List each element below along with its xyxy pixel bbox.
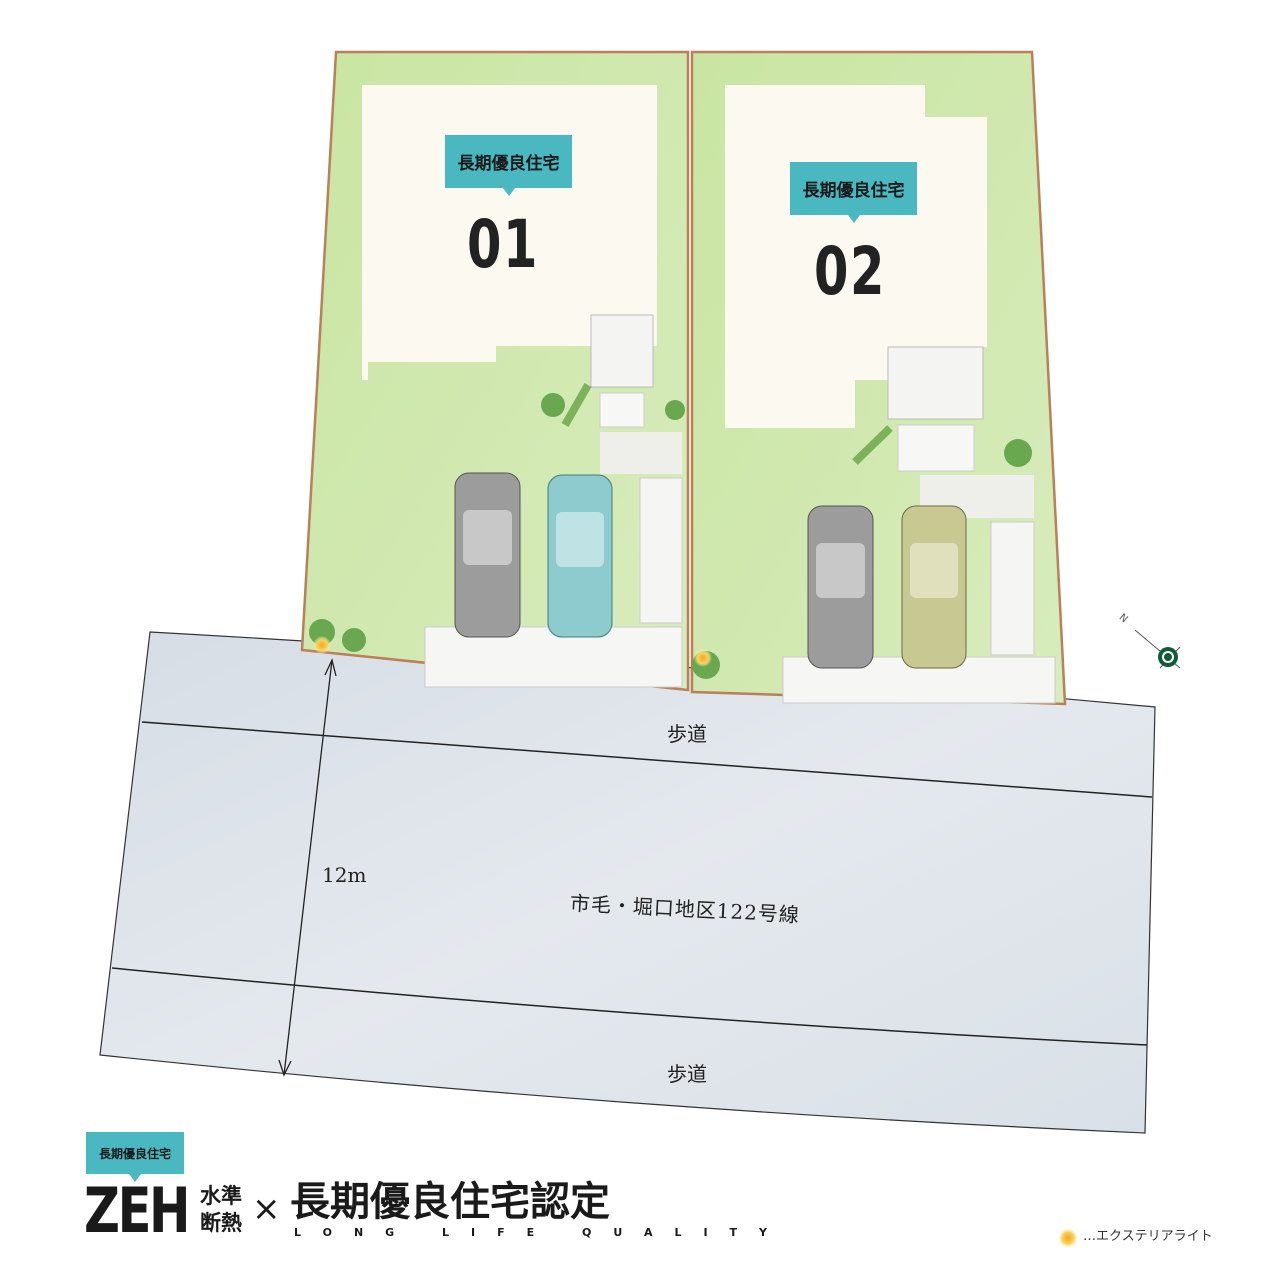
logo-subtitle: LONG LIFE QUALITY (294, 1226, 790, 1239)
logo-zeh-sub-2: 断熱 (200, 1211, 242, 1235)
fence (561, 383, 592, 427)
lot-02-badge: 長期優良住宅 (790, 162, 917, 223)
road-width-label: 12m (322, 863, 367, 887)
sidewalk-label-top: 歩道 (667, 722, 707, 746)
shrub-icon (1004, 439, 1032, 467)
car-roof (910, 543, 958, 598)
width-dimension-line (283, 659, 333, 1076)
shrub-icon (309, 619, 335, 645)
car-roof (556, 512, 604, 567)
exterior-light-icon (694, 649, 712, 667)
sidewalk-line-top (141, 721, 1153, 798)
sidewalk-label-bottom: 歩道 (667, 1062, 707, 1086)
car-roof (463, 510, 512, 565)
lot-01-number: 01 (467, 206, 539, 283)
porch-steps-02 (887, 346, 984, 420)
logo-times: × (252, 1189, 281, 1229)
logo-title: 長期優良住宅認定 (290, 1179, 610, 1225)
logo-zeh-sub-1: 水準 (200, 1184, 242, 1208)
exterior-light-icon (313, 636, 331, 654)
logo-zeh: ZEH (84, 1174, 191, 1247)
parking-area-01 (600, 432, 682, 474)
exterior-light-legend-icon (1058, 1228, 1078, 1248)
lot-01-badge: 長期優良住宅 (445, 135, 572, 196)
road (99, 631, 1156, 1134)
porch-steps-01 (590, 314, 654, 388)
legend-label: …エクステリアライト (1083, 1229, 1213, 1244)
arrow-head-icon (324, 658, 337, 677)
approach-02 (990, 521, 1035, 656)
terrace-01 (599, 392, 645, 428)
fence (852, 425, 893, 465)
car-roof (816, 543, 865, 598)
lot-02-number: 02 (814, 233, 886, 310)
shrub-icon (541, 393, 565, 417)
approach-01 (639, 477, 683, 624)
shrub-icon (342, 628, 366, 652)
arrow-head-icon (278, 1059, 292, 1077)
terrace-02 (897, 424, 975, 472)
shrub-icon (665, 400, 685, 420)
north-compass-icon (1134, 629, 1181, 669)
logo-badge: 長期優良住宅 (86, 1132, 184, 1182)
house-01-footprint (362, 85, 657, 380)
sidewalk-line-bottom (111, 967, 1148, 1046)
